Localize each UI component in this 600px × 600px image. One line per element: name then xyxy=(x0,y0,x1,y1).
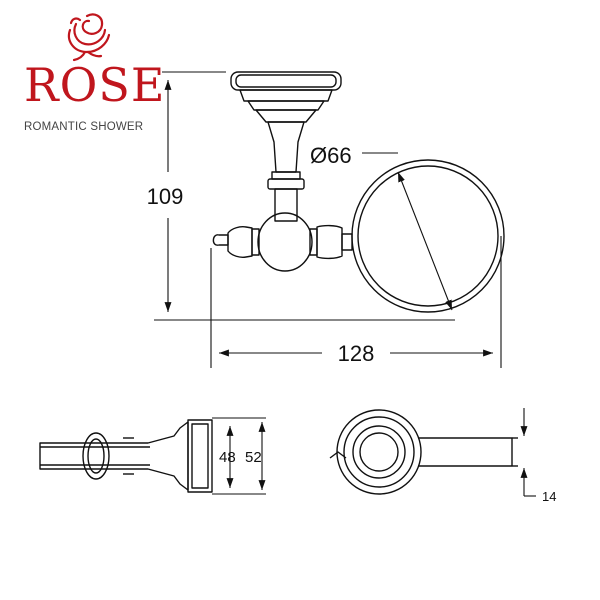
front-view-stem xyxy=(267,121,305,222)
rose-flower-icon xyxy=(67,13,111,62)
side-view-right xyxy=(329,409,518,495)
base-inner-label: 48 xyxy=(219,449,236,466)
brand-tagline: ROMANTIC SHOWER xyxy=(24,121,144,133)
plan-view-left xyxy=(39,419,213,493)
front-view-arm xyxy=(212,212,353,272)
front-view-base xyxy=(230,71,342,123)
base-outer-label: 52 xyxy=(245,449,262,466)
width-label: 128 xyxy=(338,341,375,366)
brand-name: ROSE xyxy=(24,58,166,112)
diameter-dimension-line xyxy=(397,171,453,311)
height-label: 109 xyxy=(147,184,184,209)
front-view-ring xyxy=(351,159,505,313)
ring-diameter-label: Ø66 xyxy=(310,143,352,168)
arm-thickness-label: 14 xyxy=(542,489,556,504)
